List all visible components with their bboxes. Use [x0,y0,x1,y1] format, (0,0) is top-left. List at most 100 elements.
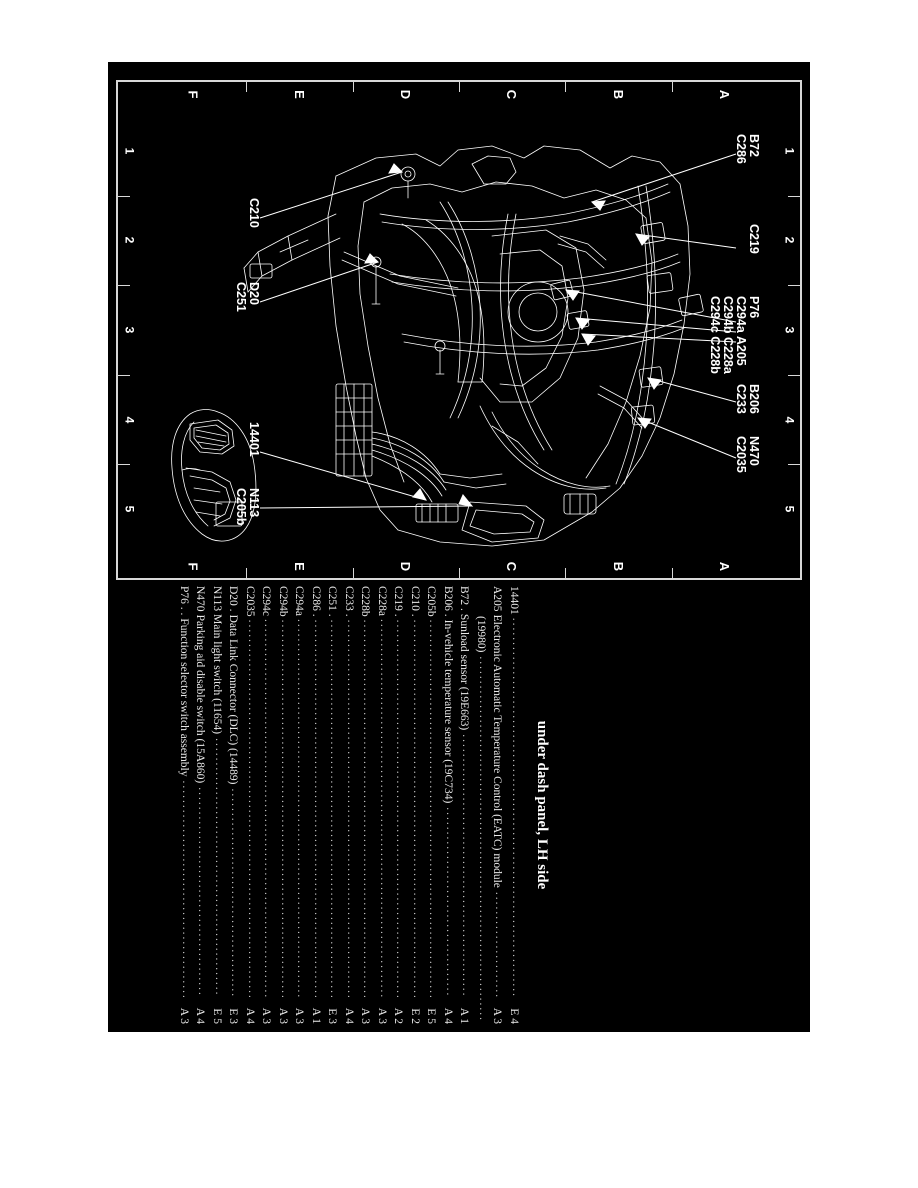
legend-entry[interactable]: D20 .Data Link Connector (DLC) (14489)..… [226,586,243,1024]
grid-number: 3 [782,326,796,334]
grid-letter-cell: B [565,554,671,578]
legend-leader-dots: ........................................… [410,620,425,997]
legend-entry-grid-ref: A 3 [178,1007,190,1024]
grid-letter: D [398,561,414,571]
legend-entry[interactable]: B72 .Sunload sensor (19E663)............… [457,586,474,1024]
legend-leader-dots: ........................................… [311,620,326,997]
legend-entry-code: P76 . . [178,586,190,616]
legend-entry-description: Data Link Connector (DLC) (14489) [227,614,240,785]
callout-line: N113 [247,488,261,518]
legend-entry-grid-ref: A 4 [442,1007,454,1024]
grid-letters-bottom: F E D C B A [140,554,778,578]
grid-number: 2 [782,237,796,244]
legend-entry-code: C233 . [343,586,355,617]
legend-leader-dots: ........................................… [327,620,342,997]
legend-entry-grid-ref: E 5 [211,1008,223,1024]
legend-entry[interactable]: P76 . . Function selector switch assembly… [177,586,194,1024]
legend-entry[interactable]: 14401...................................… [507,586,524,1024]
legend-entry-grid-ref: A 3 [359,1007,372,1024]
legend-entry-code: C286 . [310,586,322,617]
legend-entry-description: Parking aid disable switch (15A860) [194,614,207,784]
grid-number-cell: 3 [118,285,140,375]
grid-number: 4 [782,416,796,423]
grid-letter-cell: B [565,82,671,106]
callout-line: C205b [234,488,248,526]
legend-entry-grid-ref: E 4 [508,1008,520,1024]
legend-entry[interactable]: C2035...................................… [243,586,260,1024]
legend-entry[interactable]: C294c...................................… [259,586,276,1024]
legend-entry[interactable]: C233 ...................................… [342,586,359,1024]
callout-line: C286 [734,134,748,164]
legend-leader-dots: ........................................… [278,620,293,997]
legend-entry-description-cont: (19980) [475,616,487,653]
legend-entry[interactable]: C205b...................................… [424,586,441,1024]
grid-number: 4 [122,416,136,423]
legend-entry-continuation: (19980).................................… [474,586,491,1024]
legend-entry-code: C205b [425,586,438,617]
grid-number-cell: 5 [778,464,800,554]
callout-d20-c251: D20 C251 [234,282,261,312]
grid-number-cell: 1 [778,106,800,196]
legend-title: under dash panel, LH side [534,720,550,890]
legend-entry-code: C294c [260,586,273,617]
detached-trim-panel-part [171,409,257,542]
grid-number: 2 [122,237,136,244]
grid-number: 5 [782,505,796,513]
legend-entry-grid-ref: A 1 [310,1007,322,1024]
legend-entry[interactable]: C251 ...................................… [325,586,342,1024]
legend-entry[interactable]: C219 ...................................… [391,586,408,1024]
legend-entry-code: B206 . [442,586,454,617]
wireframe-artwork-area: B72 C286 C219 P76 C294a A205 C294b C228a… [140,106,778,554]
legend-entry-code: B72 . [458,586,471,611]
grid-letter: E [291,561,307,571]
grid-number-cell: 1 [118,106,140,196]
callout-14401: 14401 [247,422,261,457]
legend-entry-code: N470 [194,586,207,612]
grid-letter-cell: C [458,82,565,106]
legend-leader-dots: ........................................… [476,656,491,1021]
callout-line: C294c C228b [708,296,722,374]
legend-entry[interactable]: B206 .In-vehicle temperature sensor (19C… [441,586,458,1024]
legend-entry-code: C294a [293,586,306,617]
grid-letter: C [504,561,520,571]
legend-leader-dots: ........................................… [443,807,458,997]
grid-number-cell: 4 [778,374,800,465]
legend-entry-grid-ref: A 4 [194,1007,207,1024]
grid-letter-cell: D [352,554,459,578]
legend-leader-dots: ........................................… [509,618,524,997]
legend-leader-dots: ........................................… [195,787,210,997]
legend-entry-grid-ref: A 3 [376,1007,388,1024]
legend-entry[interactable]: C228a...................................… [375,586,392,1024]
callout-line: C233 [734,384,748,414]
callout-line: C251 [234,282,248,312]
legend-entry[interactable]: C286 ...................................… [309,586,326,1024]
legend-entry-grid-ref: A 4 [343,1007,355,1024]
legend-entry-code: C219 . [392,586,405,617]
legend-entry-list: 14401...................................… [177,586,524,1024]
callout-line: C2035 [734,436,748,473]
callout-c219: C219 [747,224,761,254]
legend-entry-description: Function selector switch assembly [178,618,190,777]
grid-letter-cell: F [140,554,246,578]
grid-letter: E [291,89,307,99]
legend-entry[interactable]: C210 ...................................… [408,586,425,1024]
callout-line: B206 [747,384,761,414]
grid-number-cell: 2 [778,195,800,286]
callout-line: N470 [747,436,761,466]
legend-entry-grid-ref: A 3 [293,1007,306,1024]
legend-entry-grid-ref: E 3 [326,1008,339,1024]
legend-leader-dots: ........................................… [245,620,260,997]
callout-line: C294a A205 [734,296,748,366]
legend-entry-code: C228a [376,586,388,617]
legend-leader-dots: ........................................… [360,620,375,997]
grid-letter: C [504,89,520,99]
legend-entry[interactable]: C294b...................................… [276,586,293,1024]
legend-entry[interactable]: C228b...................................… [358,586,375,1024]
legend-entry[interactable]: C294a...................................… [292,586,309,1024]
callout-n470-c2035: N470 C2035 [734,436,761,473]
callout-line: 14401 [247,422,261,457]
legend-entry-code: N113 [211,586,223,612]
